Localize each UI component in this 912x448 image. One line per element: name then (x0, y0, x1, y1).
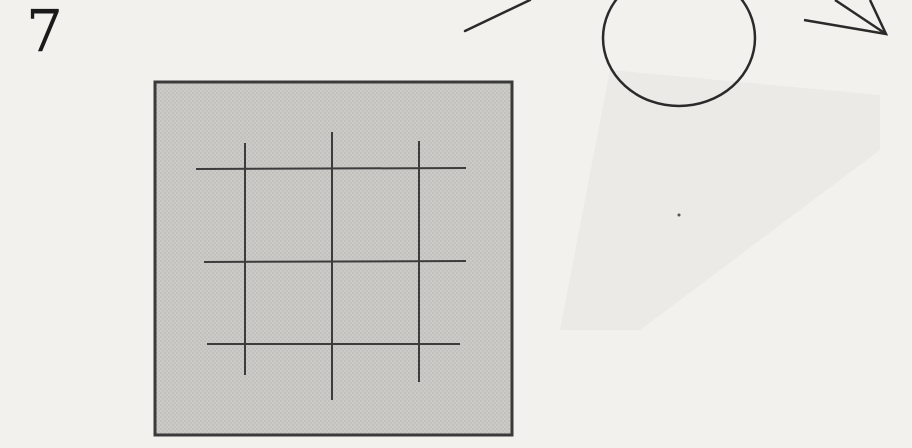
question-number: 7 (26, 2, 63, 60)
line-segment (465, 0, 530, 31)
arrow-fragment (804, 0, 886, 34)
paper-shadow (560, 70, 880, 330)
grid-square (155, 82, 512, 435)
ink-speck (678, 214, 681, 217)
grid-horizontal-line (204, 261, 466, 262)
grid-horizontal-line (196, 168, 466, 169)
